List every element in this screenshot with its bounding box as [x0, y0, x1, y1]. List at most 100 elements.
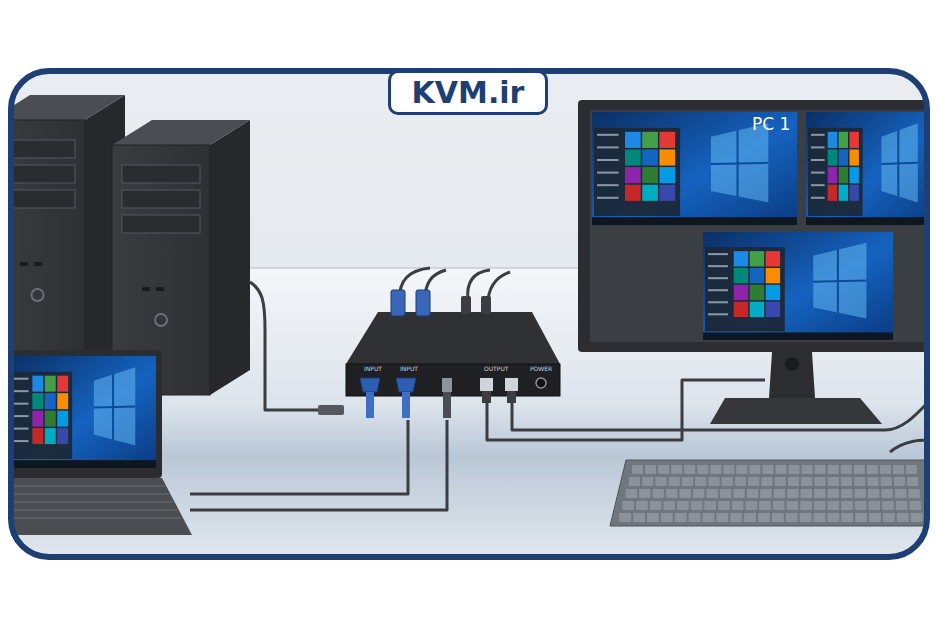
menu-item	[811, 184, 825, 186]
menu-tile	[750, 285, 764, 300]
usb-plug	[507, 391, 516, 403]
key	[814, 489, 825, 498]
menu-item	[13, 403, 29, 405]
menu-tile	[828, 167, 837, 183]
menu-tile	[849, 185, 858, 201]
windows-screen	[806, 112, 927, 225]
key	[716, 513, 728, 522]
key	[776, 465, 787, 474]
key	[689, 513, 701, 522]
usb-port	[20, 262, 28, 266]
key	[762, 465, 773, 474]
menu-tile	[642, 132, 658, 148]
start-menu	[594, 128, 680, 216]
usb-port	[442, 378, 452, 392]
menu-tile	[766, 285, 780, 300]
windows-logo	[881, 123, 917, 202]
cable	[250, 282, 340, 410]
key	[800, 501, 812, 510]
key	[841, 501, 853, 510]
key	[814, 501, 826, 510]
key	[684, 465, 695, 474]
key	[800, 513, 812, 522]
key	[702, 513, 714, 522]
key	[708, 477, 719, 486]
key	[895, 489, 906, 498]
cable	[488, 272, 510, 300]
drive-bay	[122, 190, 200, 208]
key	[679, 489, 690, 498]
key	[881, 489, 892, 498]
menu-tile	[659, 167, 675, 183]
drive-bay	[122, 215, 200, 233]
key	[827, 501, 839, 510]
key-row	[11, 510, 177, 511]
key	[855, 501, 867, 510]
key	[908, 489, 919, 498]
key	[677, 501, 689, 510]
menu-tile	[625, 167, 641, 183]
cable	[190, 420, 408, 494]
cable-hole	[785, 357, 799, 371]
key	[827, 513, 839, 522]
key	[911, 513, 923, 522]
menu-tile	[32, 411, 43, 427]
menu-tile	[625, 149, 641, 165]
key	[869, 501, 881, 510]
key	[736, 465, 747, 474]
key	[828, 477, 839, 486]
menu-item	[708, 313, 728, 315]
key	[761, 477, 772, 486]
menu-tile	[839, 185, 848, 201]
key	[639, 489, 650, 498]
tower-top	[11, 95, 125, 120]
key	[854, 489, 865, 498]
menu-item	[13, 390, 29, 392]
key	[636, 501, 648, 510]
menu-item	[597, 159, 619, 161]
switch-front	[346, 364, 560, 396]
menu-tile	[849, 149, 858, 165]
keyboard	[610, 460, 927, 526]
port-label: INPUT	[364, 366, 382, 372]
menu-tile	[45, 393, 56, 409]
key	[841, 477, 852, 486]
menu-tile	[57, 411, 68, 427]
key	[626, 489, 637, 498]
key	[619, 513, 631, 522]
key	[693, 489, 704, 498]
key	[744, 513, 756, 522]
windows-logo	[711, 123, 768, 202]
key	[697, 465, 708, 474]
monitor-neck	[769, 352, 815, 398]
key	[658, 465, 669, 474]
menu-tile	[32, 376, 43, 392]
screen-background	[592, 112, 797, 225]
taskbar	[592, 217, 797, 225]
key	[787, 489, 798, 498]
menu-tile	[828, 132, 837, 148]
menu-item	[708, 289, 728, 291]
menu-item	[13, 378, 29, 380]
key	[748, 477, 759, 486]
power-button	[155, 314, 167, 326]
key	[653, 489, 664, 498]
menu-tile	[839, 149, 848, 165]
menu-item	[597, 146, 619, 148]
menu-tile	[659, 132, 675, 148]
menu-item	[811, 134, 825, 136]
key	[675, 513, 687, 522]
drive-bay	[122, 165, 200, 183]
cable	[512, 395, 927, 430]
start-menu	[705, 247, 785, 331]
key	[867, 465, 878, 474]
key	[720, 489, 731, 498]
key	[775, 477, 786, 486]
key	[789, 465, 800, 474]
key	[854, 465, 865, 474]
vga-plug	[416, 290, 430, 316]
windows-screen	[11, 356, 156, 468]
vga-port	[360, 378, 380, 392]
menu-item	[13, 428, 29, 430]
